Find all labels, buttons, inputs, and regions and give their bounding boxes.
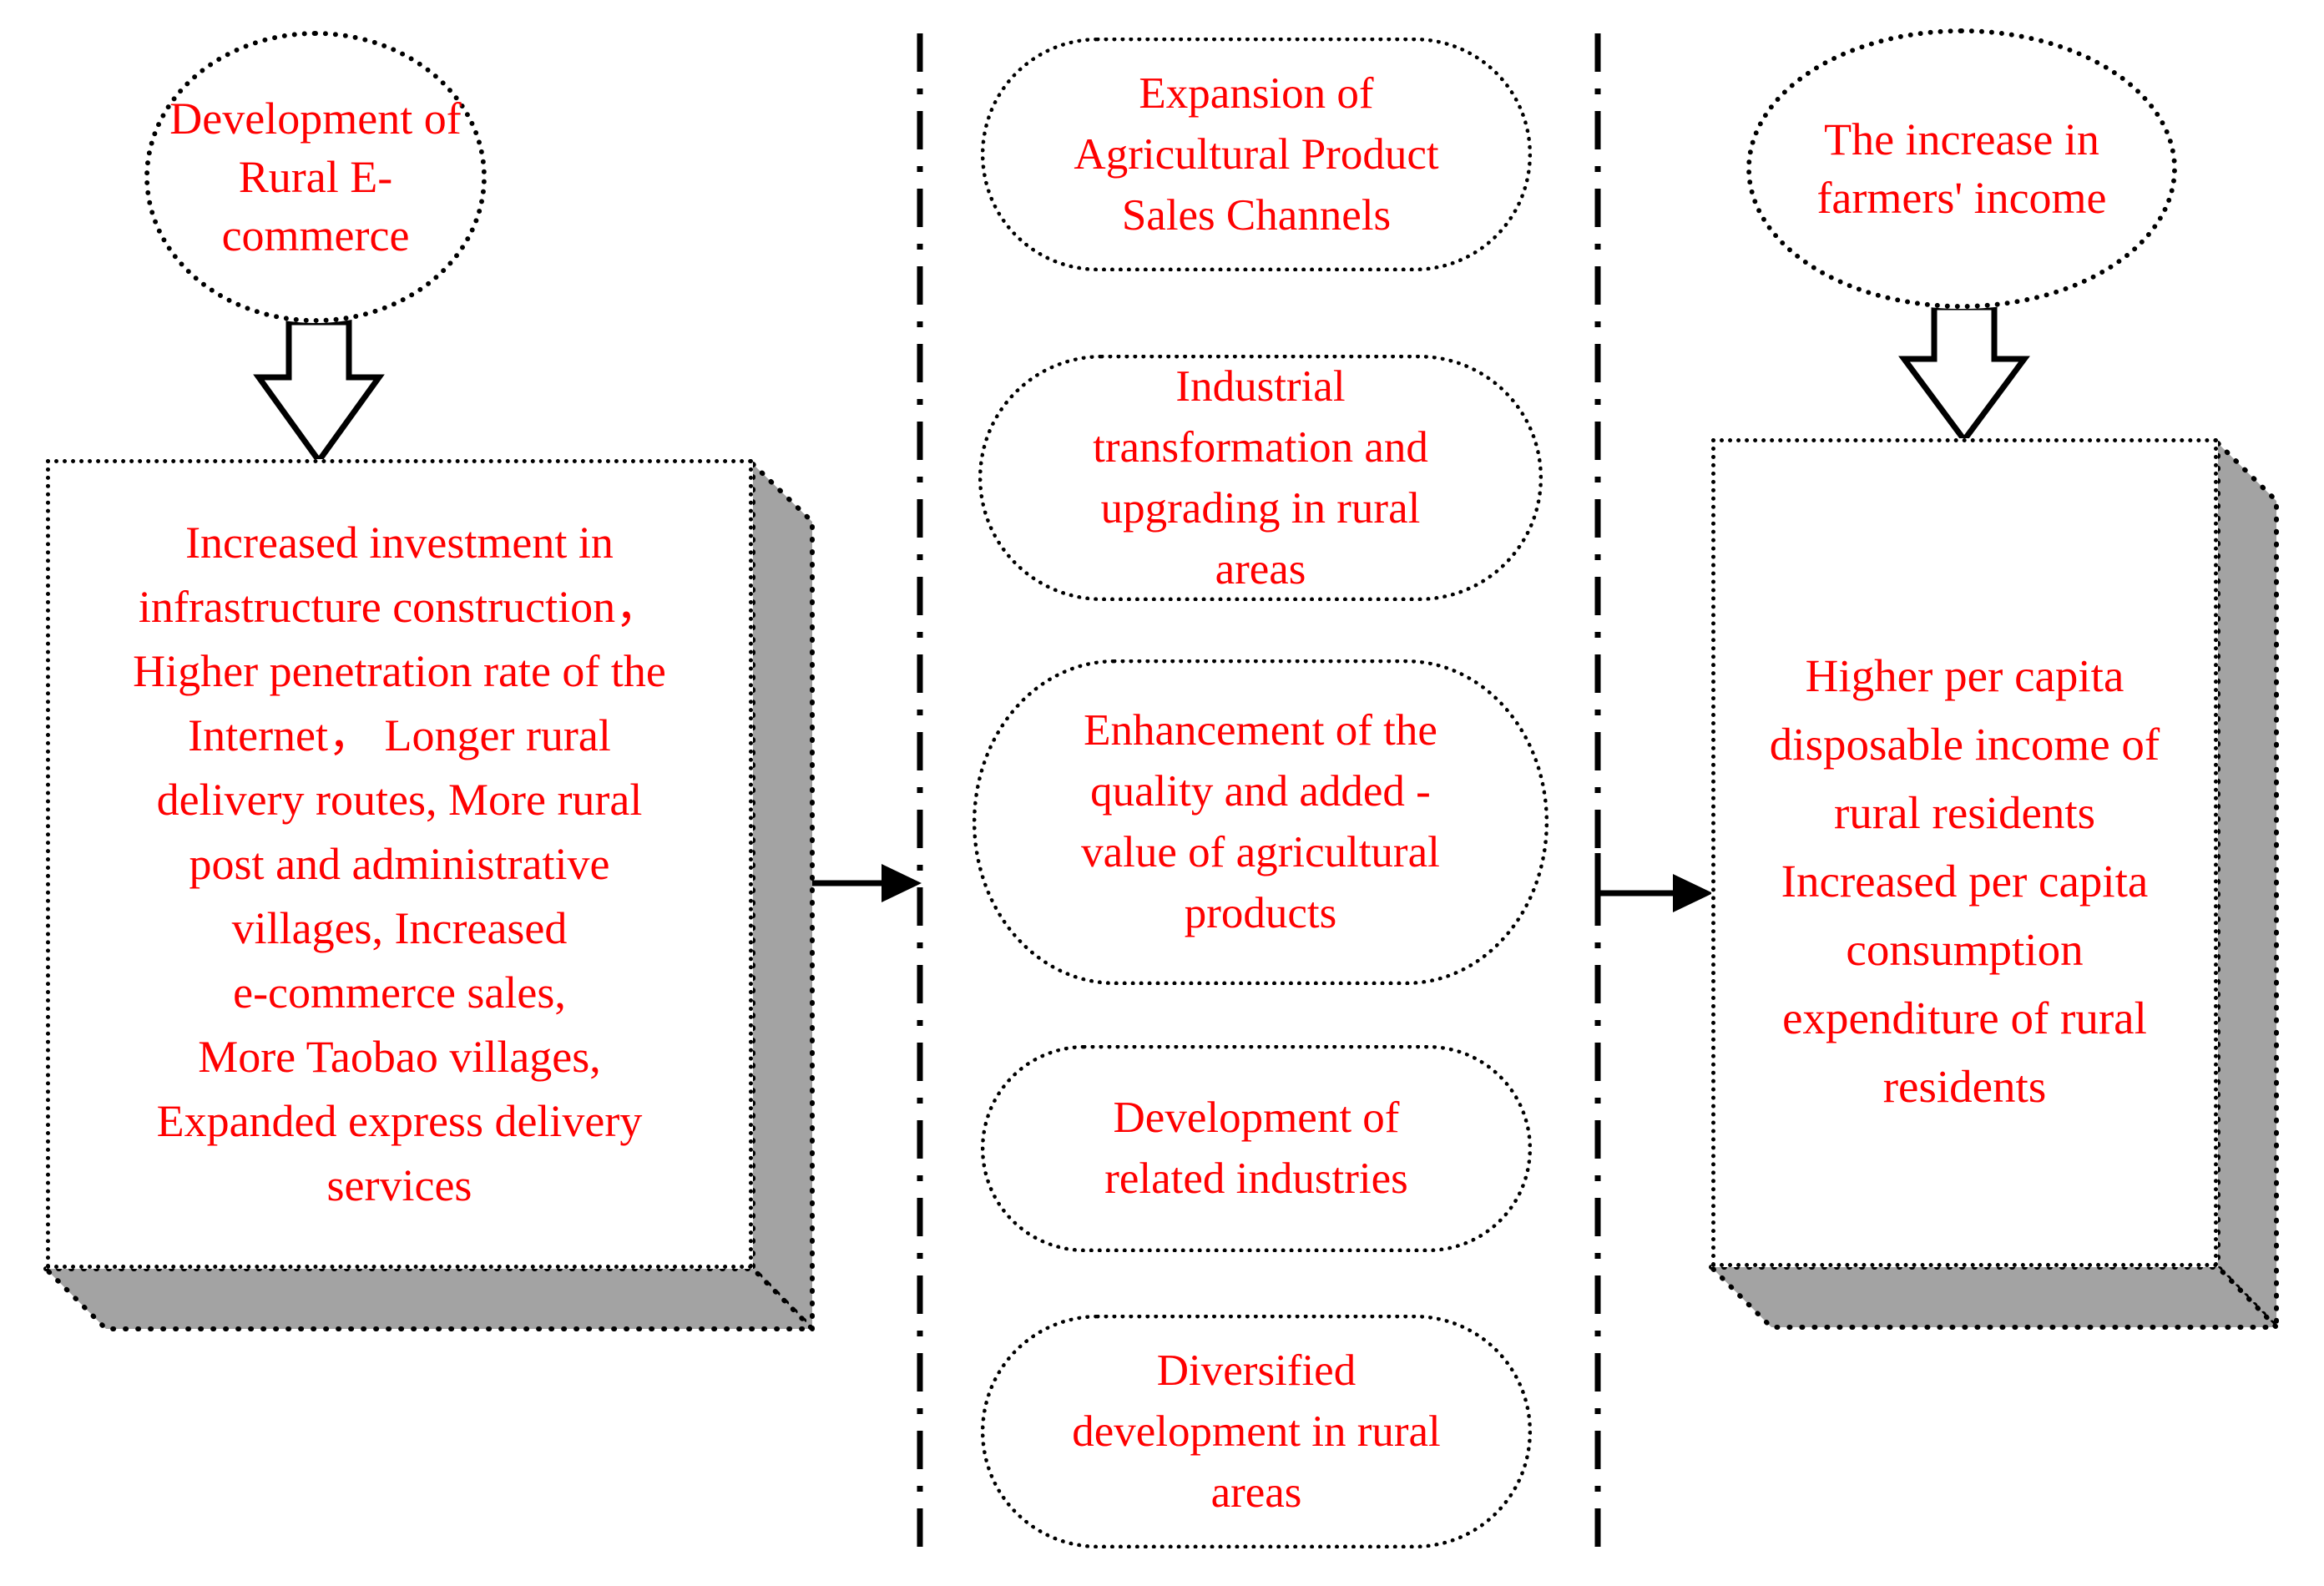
middle-item-diversified-development-label: Diversified development in rural areas [1072,1346,1441,1517]
middle-item-diversified-development: Diversified development in rural areas [981,1315,1532,1548]
right-box-shadow-right [2215,441,2279,1330]
down-block-arrow-right [1898,304,2030,445]
middle-item-industrial-transformation-label: Industrial transformation and upgrading … [1093,361,1428,593]
middle-item-quality-added-value: Enhancement of the quality and added - v… [973,659,1548,985]
cause-ellipse-rural-ecommerce: Development of Rural E-commerce [144,31,487,323]
effect-box-income-consumption-label: Higher per capita disposable income of r… [1769,649,2160,1112]
middle-item-related-industries-label: Development of related industries [1104,1094,1408,1203]
left-box-shadow-right [750,462,815,1331]
middle-item-industrial-transformation: Industrial transformation and upgrading … [978,355,1543,601]
arrow-left-to-middle-head [882,864,922,902]
cause-ellipse-rural-ecommerce-label: Development of Rural E-commerce [169,93,462,260]
arrow-middle-to-right-line [1594,853,1673,897]
arrow-middle-to-right-head [1673,874,1713,912]
effect-box-income-consumption: Higher per capita disposable income of r… [1711,438,2218,1267]
down-block-arrow-left [253,319,385,466]
middle-item-related-industries: Development of related industries [981,1045,1532,1252]
middle-item-sales-channels: Expansion of Agricultural Product Sales … [981,38,1532,271]
middle-item-sales-channels-label: Expansion of Agricultural Product Sales … [1074,68,1439,240]
effect-box-infrastructure-label: Increased investment in infrastructure c… [133,517,666,1210]
right-box-shadow-bottom [1709,1265,2279,1330]
left-box-shadow-bottom [43,1266,815,1331]
middle-item-quality-added-value-label: Enhancement of the quality and added - v… [1081,706,1440,937]
effect-box-infrastructure: Increased investment in infrastructure c… [46,459,753,1269]
cause-ellipse-farmers-income: The increase in farmers' income [1746,28,2177,309]
cause-ellipse-farmers-income-label: The increase in farmers' income [1816,114,2107,223]
